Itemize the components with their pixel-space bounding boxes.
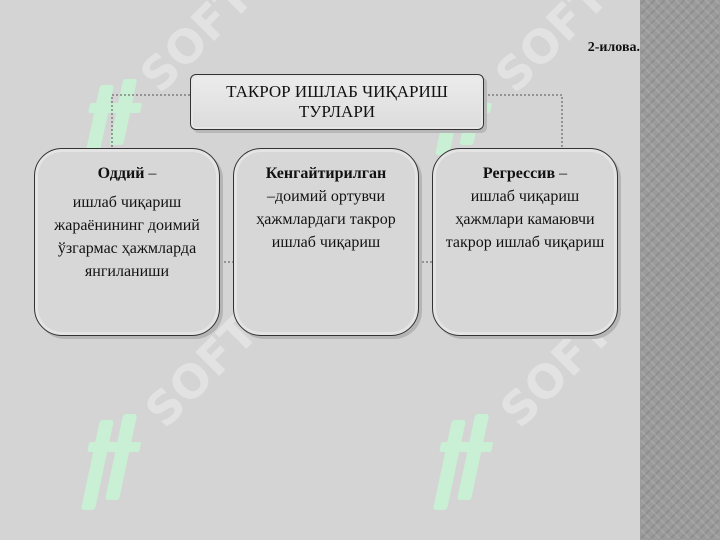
card-body: ишлаб чиқариш ҳажмлари камаювчи такрор и…	[445, 188, 605, 251]
side-pattern-strip	[640, 0, 720, 540]
card-heading: Кенгайтирилган	[265, 165, 387, 182]
page-label: 2-илова.	[587, 40, 640, 55]
card-dash: –	[144, 165, 157, 182]
card-body: ишлаб чиқариш жараёнининг доимий ўзгарма…	[54, 194, 200, 280]
card-body: –доимий ортувчи ҳажмлардаги такрор ишлаб…	[256, 188, 396, 251]
diagram-title-box: ТАКРОР ИШЛАБ ЧИҚАРИШ ТУРЛАРИ	[190, 74, 484, 130]
card-dash: –	[555, 165, 568, 182]
diagram-title: ТАКРОР ИШЛАБ ЧИҚАРИШ ТУРЛАРИ	[226, 82, 448, 121]
card-regressive: Регрессив – ишлаб чиқариш ҳажмлари камаю…	[432, 148, 618, 336]
card-simple: Оддий – ишлаб чиқариш жараёнининг доимий…	[34, 148, 220, 336]
card-heading: Оддий	[97, 165, 145, 182]
card-expanded: Кенгайтирилган –доимий ортувчи ҳажмларда…	[233, 148, 419, 336]
card-heading: Регрессив	[482, 165, 556, 182]
